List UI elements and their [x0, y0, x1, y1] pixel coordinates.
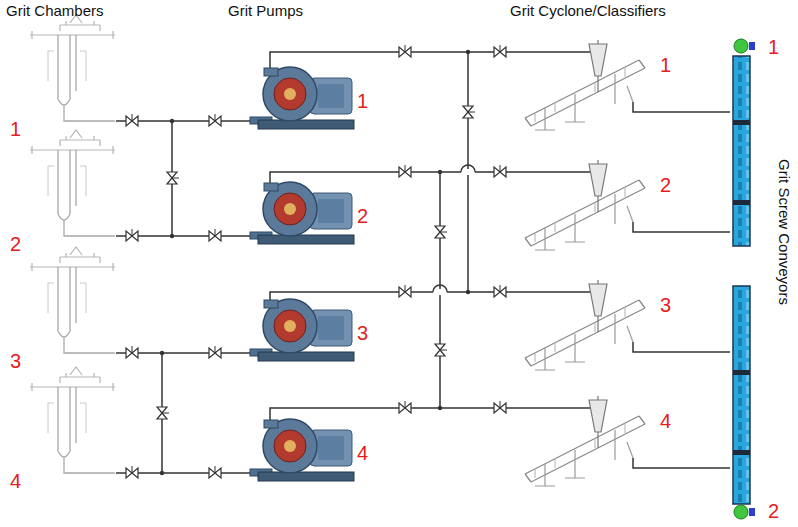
callout-number: 4	[357, 442, 368, 464]
pipe-connector	[270, 52, 515, 62]
pipe-connector	[680, 231, 730, 233]
valve-stem	[440, 232, 447, 233]
grit-pump	[250, 414, 354, 481]
callout-number: 2	[768, 500, 779, 522]
callout-number: 3	[357, 322, 368, 344]
valve-stem	[500, 401, 501, 408]
grit-pump-box: 1	[250, 62, 380, 137]
callout-number: 1	[10, 118, 21, 140]
pipe-connector	[270, 172, 515, 177]
grit-chamber-box: 2	[6, 132, 116, 258]
pipe-connector	[680, 351, 730, 353]
cyclone-classifier-box: 1	[515, 42, 680, 134]
valve-stem	[440, 350, 447, 351]
callout-number: 3	[10, 350, 21, 372]
pipe-connector	[680, 467, 730, 469]
grit-chamber-box: 4	[6, 369, 116, 495]
pipe-connector	[270, 408, 515, 414]
callout-number: 2	[660, 174, 671, 196]
cyclone-classifier-box: 2	[515, 162, 680, 254]
valve-stem	[215, 346, 216, 353]
grit-pump	[250, 177, 354, 244]
valve-stem	[172, 178, 179, 179]
valves	[126, 45, 506, 478]
valve-stem	[132, 346, 133, 353]
callout-number: 1	[768, 36, 779, 58]
column-heading: Grit Cyclone/Classifiers	[510, 2, 666, 20]
pipe-hops	[433, 165, 475, 295]
grit-chamber	[30, 15, 115, 121]
valve-stem	[405, 401, 406, 408]
grit-pump	[250, 62, 354, 129]
grit-pump-box: 3	[250, 294, 380, 369]
grit-cyclone	[515, 40, 680, 130]
valve-stem	[405, 285, 406, 292]
grit-cyclone	[515, 396, 680, 486]
valve-stem	[215, 114, 216, 121]
valve-stem	[215, 466, 216, 473]
valve-stem	[500, 45, 501, 52]
valve-stem	[405, 45, 406, 52]
cyclone-classifier-box: 3	[515, 282, 680, 374]
valve-stem	[468, 112, 475, 113]
screw-conveyor	[733, 286, 755, 519]
crossover-pipes	[162, 52, 468, 473]
valve-stem	[500, 285, 501, 292]
callout-number: 4	[10, 470, 21, 492]
grit-pump	[250, 294, 354, 361]
grit-chamber	[30, 130, 115, 236]
grit-chamber-box: 1	[6, 17, 116, 143]
callout-number: 4	[660, 410, 671, 432]
grit-cyclone	[515, 160, 680, 250]
callout-number: 2	[357, 205, 368, 227]
pipe-junctions	[160, 50, 470, 475]
callout-number: 1	[357, 90, 368, 112]
screw-conveyor-box: 1	[730, 40, 758, 252]
screw-conveyor	[733, 39, 755, 246]
cyclone-classifier-box: 4	[515, 398, 680, 490]
grit-chamber	[30, 367, 115, 473]
valve-stem	[162, 413, 169, 414]
grit-pump-box: 2	[250, 177, 380, 252]
pipe-connector	[680, 111, 730, 113]
callout-number: 2	[10, 233, 21, 255]
valve-stem	[215, 229, 216, 236]
grit-chamber-box: 3	[6, 249, 116, 375]
column-heading: Grit Pumps	[228, 2, 303, 20]
valve-stem	[132, 229, 133, 236]
grit-chamber	[30, 247, 115, 353]
column-heading: Grit Screw Conveyors	[775, 159, 793, 305]
pipe-connector	[270, 292, 515, 294]
screw-conveyor-box: 2	[730, 280, 758, 518]
callout-number: 3	[660, 294, 671, 316]
grit-pump-box: 4	[250, 414, 380, 489]
column-heading: Grit Chambers	[6, 2, 104, 20]
grit-cyclone	[515, 280, 680, 370]
valve-stem	[405, 165, 406, 172]
valve-stem	[132, 466, 133, 473]
valve-stem	[500, 165, 501, 172]
valve-stem	[132, 114, 133, 121]
callout-number: 1	[660, 54, 671, 76]
